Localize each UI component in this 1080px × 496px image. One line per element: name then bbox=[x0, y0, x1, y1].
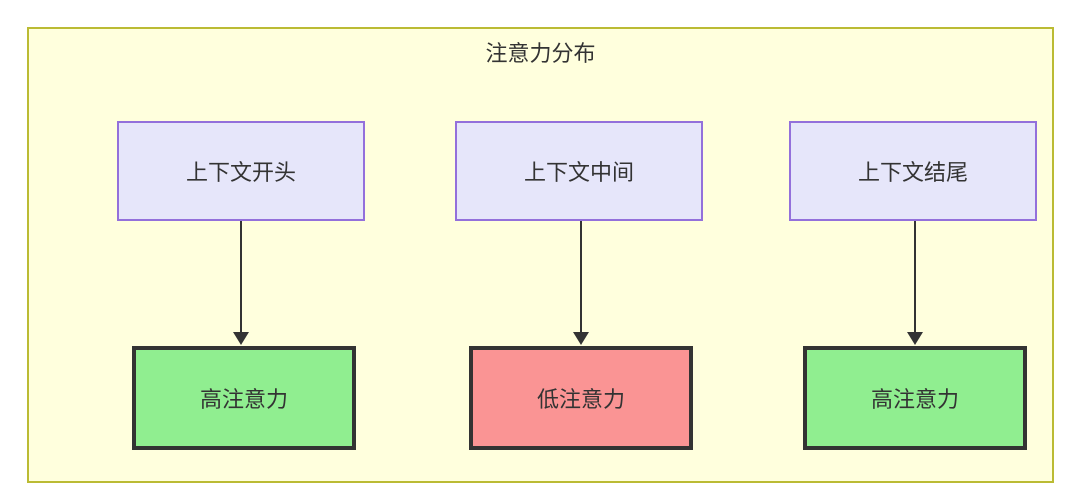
node-label: 高注意力 bbox=[870, 387, 959, 412]
node-context-start[interactable]: 上下文开头 bbox=[117, 121, 365, 221]
arrowhead-icon bbox=[573, 332, 589, 345]
node-context-middle[interactable]: 上下文中间 bbox=[455, 121, 703, 221]
diagram-title: 注意力分布 bbox=[485, 41, 596, 66]
arrowhead-icon bbox=[233, 332, 249, 345]
node-label: 上下文中间 bbox=[523, 160, 634, 185]
node-high-attention-left[interactable]: 高注意力 bbox=[132, 346, 356, 450]
node-label: 高注意力 bbox=[199, 387, 288, 412]
edge-context-middle-to-low-attention bbox=[580, 221, 582, 333]
node-label: 上下文结尾 bbox=[857, 160, 968, 185]
node-label: 低注意力 bbox=[536, 387, 625, 412]
edge-context-start-to-high-attention bbox=[240, 221, 242, 333]
edge-context-end-to-high-attention bbox=[914, 221, 916, 333]
attention-distribution-container: 注意力分布 上下文开头 上下文中间 上下文结尾 高注意力 低注意力 高注意力 bbox=[27, 27, 1054, 483]
node-label: 上下文开头 bbox=[185, 160, 296, 185]
node-context-end[interactable]: 上下文结尾 bbox=[789, 121, 1037, 221]
node-low-attention-middle[interactable]: 低注意力 bbox=[469, 346, 693, 450]
arrowhead-icon bbox=[907, 332, 923, 345]
node-high-attention-right[interactable]: 高注意力 bbox=[803, 346, 1027, 450]
